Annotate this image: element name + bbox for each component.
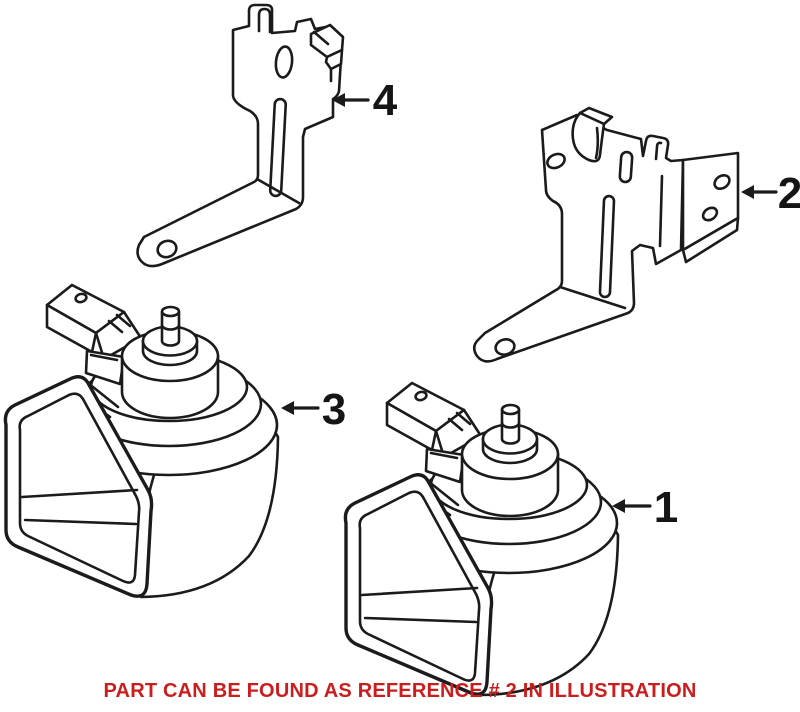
arrow-left-icon (332, 93, 345, 107)
ref-label-2: 2 (778, 169, 800, 218)
callout-3: 3 (281, 385, 346, 434)
bracket-4-drawing (136, 3, 345, 268)
bracket-2-slot (598, 194, 616, 299)
bracket-4-clip-fold (324, 48, 344, 71)
arrow-left-icon (741, 185, 754, 199)
ref-label-3: 3 (322, 385, 346, 434)
ref-label-4: 4 (373, 76, 398, 125)
bracket-4-foot-hole (156, 239, 178, 259)
bracket-2-flange-hole-1 (713, 173, 731, 191)
callout-2: 2 (741, 169, 800, 218)
arrow-left-icon (612, 499, 625, 513)
ref-label-1: 1 (654, 483, 678, 532)
bracket-2-top-hole (546, 152, 566, 170)
bracket-2-flange-lip (681, 216, 740, 264)
bracket-2-small-slot (618, 150, 634, 184)
horn-1-drawing (343, 381, 620, 697)
bracket-4-tab-hook (257, 7, 272, 34)
caption: PART CAN BE FOUND AS REFERENCE # 2 IN IL… (104, 680, 697, 702)
arrow-left-icon (281, 401, 294, 415)
callout-1: 1 (612, 483, 678, 532)
bracket-2-drawing (472, 106, 740, 363)
bracket-4-top-hole (274, 45, 294, 79)
horn-3-drawing (3, 283, 280, 599)
bracket-2-flange-hole-2 (701, 206, 719, 222)
bracket-4-slot (268, 97, 288, 198)
callout-4: 4 (332, 76, 398, 125)
bracket-2-foot-hole (494, 338, 516, 356)
